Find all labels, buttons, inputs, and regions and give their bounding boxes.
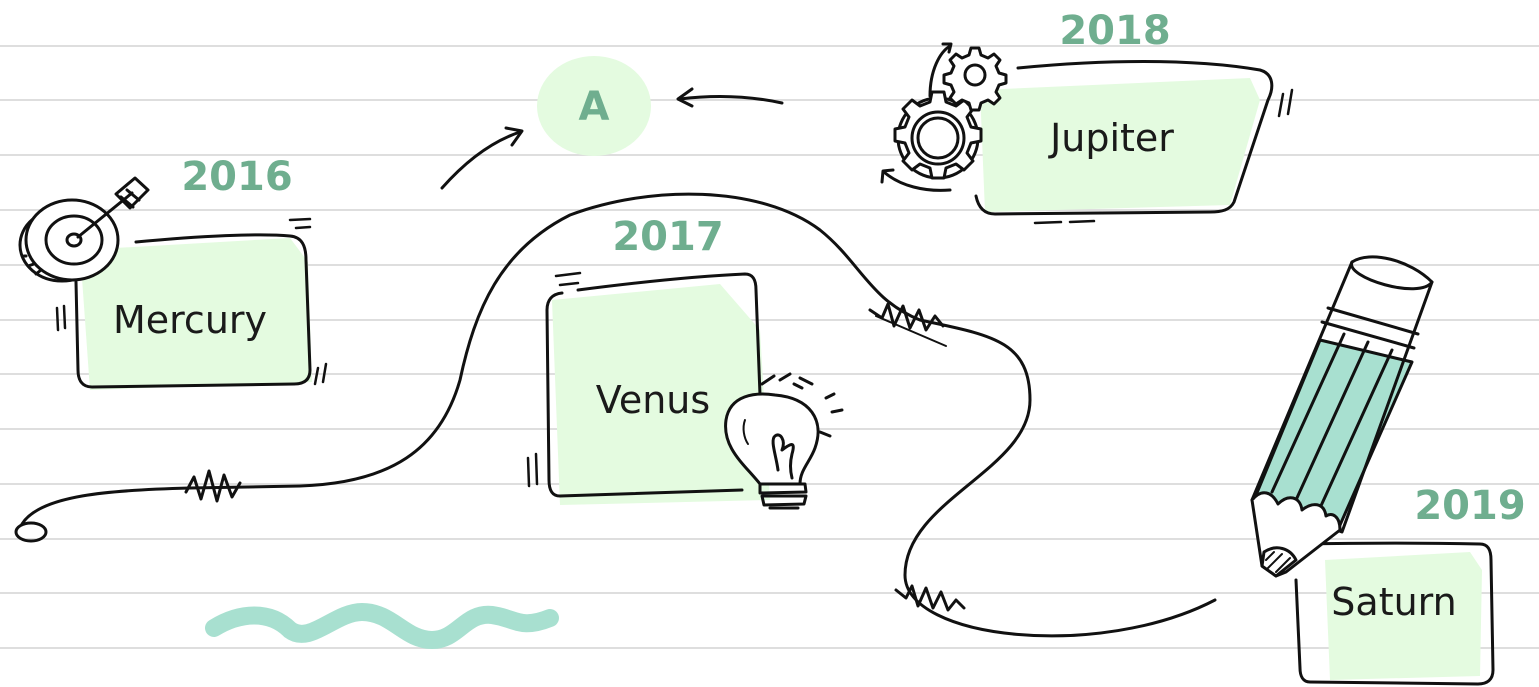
arrow-to-marker-left (440, 130, 522, 190)
target-icon (18, 176, 150, 283)
label-saturn: Saturn (1331, 580, 1456, 624)
zigzag (184, 469, 242, 503)
jupiter-card (974, 60, 1294, 225)
zigzag (868, 302, 945, 332)
zigzag (894, 584, 966, 612)
pencil-icon (1250, 255, 1434, 578)
mercury-card (55, 217, 328, 390)
year-2017: 2017 (612, 214, 723, 260)
label-jupiter: Jupiter (1048, 116, 1174, 160)
venus-card (526, 271, 770, 505)
marker-label: A (579, 84, 610, 130)
arrow-to-marker-right (678, 94, 784, 105)
year-2019: 2019 (1414, 483, 1525, 529)
saturn-card (1294, 541, 1495, 686)
gears-icon (880, 42, 1008, 192)
year-2018: 2018 (1059, 8, 1170, 54)
label-venus: Venus (596, 378, 710, 422)
arrows (440, 87, 784, 190)
timeline-path (14, 192, 1217, 638)
lightbulb-icon (724, 372, 844, 510)
label-mercury: Mercury (113, 298, 267, 342)
marker-circle (537, 56, 651, 156)
brush-stroke (205, 602, 559, 650)
year-2016: 2016 (181, 154, 292, 200)
